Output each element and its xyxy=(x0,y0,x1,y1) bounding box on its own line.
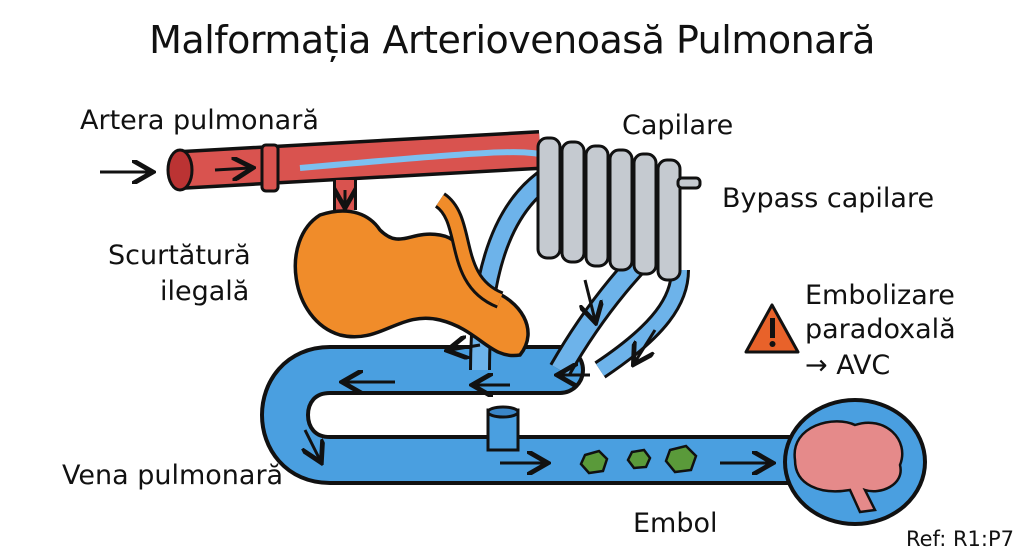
label-shunt-1: Scurtătură xyxy=(108,240,251,271)
label-embolism-3: → AVC xyxy=(805,350,891,381)
flow-arrows xyxy=(100,168,770,463)
emboli xyxy=(579,444,698,475)
avm-malformation xyxy=(293,192,530,358)
label-capillaries: Capilare xyxy=(622,110,734,141)
label-embolism-2: paradoxală xyxy=(805,314,956,345)
reference-label: Ref: R1:P7 xyxy=(905,527,1014,551)
label-vein: Vena pulmonară xyxy=(62,460,284,491)
label-shunt-2: ilegală xyxy=(160,276,250,307)
pulmonary-artery xyxy=(166,130,546,210)
brain-bulb xyxy=(783,398,927,526)
warning-icon xyxy=(744,303,800,354)
label-embolism-1: Embolizare xyxy=(805,280,955,311)
label-artery: Artera pulmonară xyxy=(80,105,319,136)
diagram-title: Malformația Arteriovenoasă Pulmonară xyxy=(149,18,875,62)
capillary-bed xyxy=(536,136,702,282)
label-embolus: Embol xyxy=(633,508,718,539)
brain-icon xyxy=(793,420,904,514)
label-bypass: Bypass capilare xyxy=(722,183,935,214)
